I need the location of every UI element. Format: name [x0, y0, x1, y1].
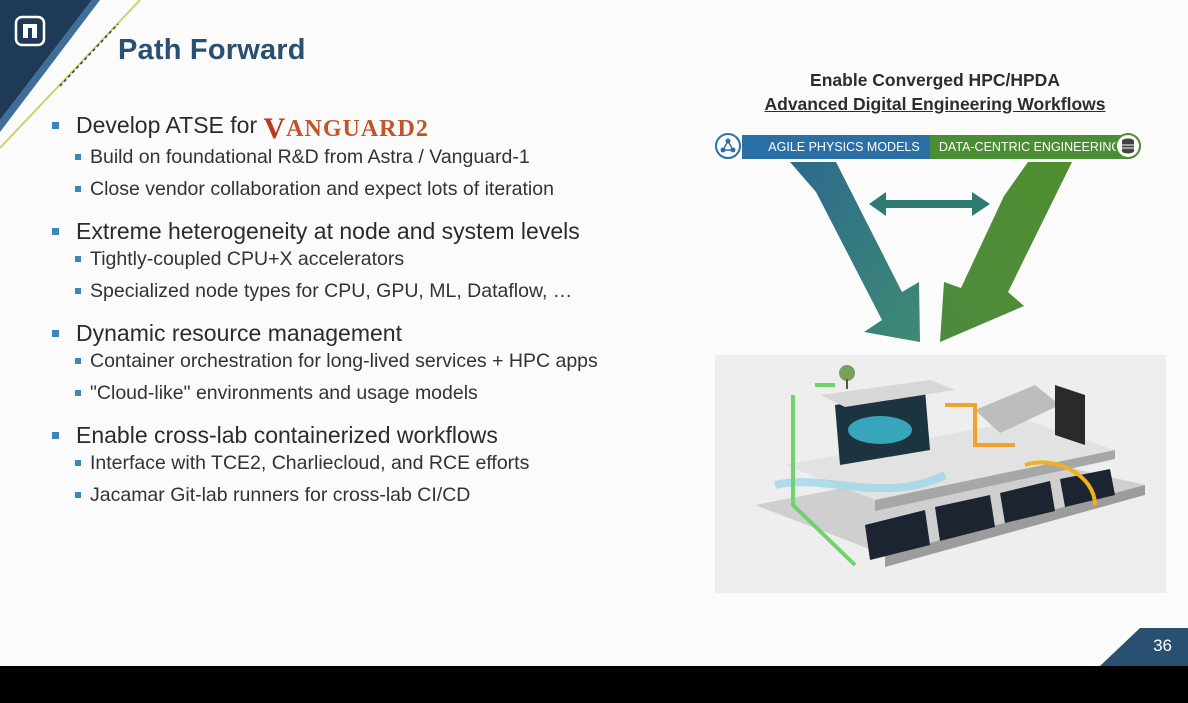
bullet-marker — [75, 186, 81, 192]
sub-bullet-text: Container orchestration for long-lived s… — [90, 350, 598, 372]
double-arrow — [869, 192, 990, 216]
bullet-list: Develop ATSE for VANGUARD2 Build on foun… — [50, 110, 690, 522]
sub-bullet-item: "Cloud-like" environments and usage mode… — [50, 380, 690, 406]
workflow-tag-bar: AGILE PHYSICS MODELS DATA-CENTRIC ENGINE… — [714, 133, 1144, 161]
slide-title: Path Forward — [118, 34, 306, 66]
bullet-text: Dynamic resource management — [76, 320, 402, 346]
database-icon — [1115, 133, 1141, 159]
agile-physics-tag: AGILE PHYSICS MODELS — [742, 135, 946, 159]
bullet-text: Develop ATSE for — [76, 112, 258, 138]
page-number-badge: 36 — [1100, 628, 1188, 666]
bullet-text: Extreme heterogeneity at node and system… — [76, 218, 580, 244]
sub-bullet-text: Tightly-coupled CPU+X accelerators — [90, 248, 405, 270]
bullet-group-3: Dynamic resource management Container or… — [50, 318, 690, 406]
workflow-arrows — [790, 162, 1072, 342]
sub-bullet-text: Interface with TCE2, Charliecloud, and R… — [90, 452, 530, 474]
slide: Path Forward Develop ATSE for VANGUARD2 … — [0, 0, 1188, 666]
physics-atom-icon — [715, 133, 741, 159]
page-number: 36 — [1153, 636, 1172, 655]
bullet-marker — [52, 228, 59, 235]
diagram-title: Enable Converged HPC/HPDA Advanced Digit… — [720, 68, 1150, 116]
sub-bullet-text: Specialized node types for CPU, GPU, ML,… — [90, 280, 573, 302]
sub-bullet-text: Jacamar Git-lab runners for cross-lab CI… — [90, 484, 471, 506]
sub-bullet-item: Interface with TCE2, Charliecloud, and R… — [50, 450, 690, 476]
sub-bullet-item: Tightly-coupled CPU+X accelerators — [50, 246, 690, 272]
sub-bullet-item: Build on foundational R&D from Astra / V… — [50, 144, 690, 170]
sandia-logo-icon — [14, 15, 46, 47]
sub-bullet-text: Build on foundational R&D from Astra / V… — [90, 146, 530, 168]
bullet-marker — [75, 492, 81, 498]
sub-bullet-item: Close vendor collaboration and expect lo… — [50, 176, 690, 202]
bullet-marker — [52, 122, 59, 129]
sub-bullet-item: Specialized node types for CPU, GPU, ML,… — [50, 278, 690, 304]
bullet-group-4: Enable cross-lab containerized workflows… — [50, 420, 690, 508]
bullet-marker — [52, 432, 59, 439]
bullet-marker — [75, 154, 81, 160]
sub-bullet-item: Container orchestration for long-lived s… — [50, 348, 690, 374]
hpc-facility-illustration — [715, 355, 1166, 593]
bullet-item: Enable cross-lab containerized workflows — [50, 420, 690, 450]
right-arrow — [940, 162, 1072, 342]
bullet-marker — [75, 288, 81, 294]
left-arrow — [790, 162, 920, 342]
bullet-marker — [75, 460, 81, 466]
diagram-title-line2: Advanced Digital Engineering Workflows — [764, 94, 1106, 114]
sub-bullet-item: Jacamar Git-lab runners for cross-lab CI… — [50, 482, 690, 508]
bullet-marker — [52, 330, 59, 337]
bullet-group-1: Develop ATSE for VANGUARD2 Build on foun… — [50, 110, 690, 202]
bullet-marker — [75, 358, 81, 364]
vanguard2-logo: VANGUARD2 — [263, 112, 429, 145]
data-centric-tag: DATA-CENTRIC ENGINEERING — [930, 135, 1130, 159]
sub-bullet-text: "Cloud-like" environments and usage mode… — [90, 382, 478, 404]
bullet-item: Dynamic resource management — [50, 318, 690, 348]
bullet-group-2: Extreme heterogeneity at node and system… — [50, 216, 690, 304]
bullet-marker — [75, 256, 81, 262]
diagram-title-line1: Enable Converged HPC/HPDA — [810, 70, 1060, 90]
bullet-item: Develop ATSE for VANGUARD2 — [50, 110, 690, 144]
bullet-marker — [75, 390, 81, 396]
sub-bullet-text: Close vendor collaboration and expect lo… — [90, 178, 554, 200]
bullet-item: Extreme heterogeneity at node and system… — [50, 216, 690, 246]
bullet-text: Enable cross-lab containerized workflows — [76, 422, 498, 448]
bottom-black-bar — [0, 666, 1188, 703]
